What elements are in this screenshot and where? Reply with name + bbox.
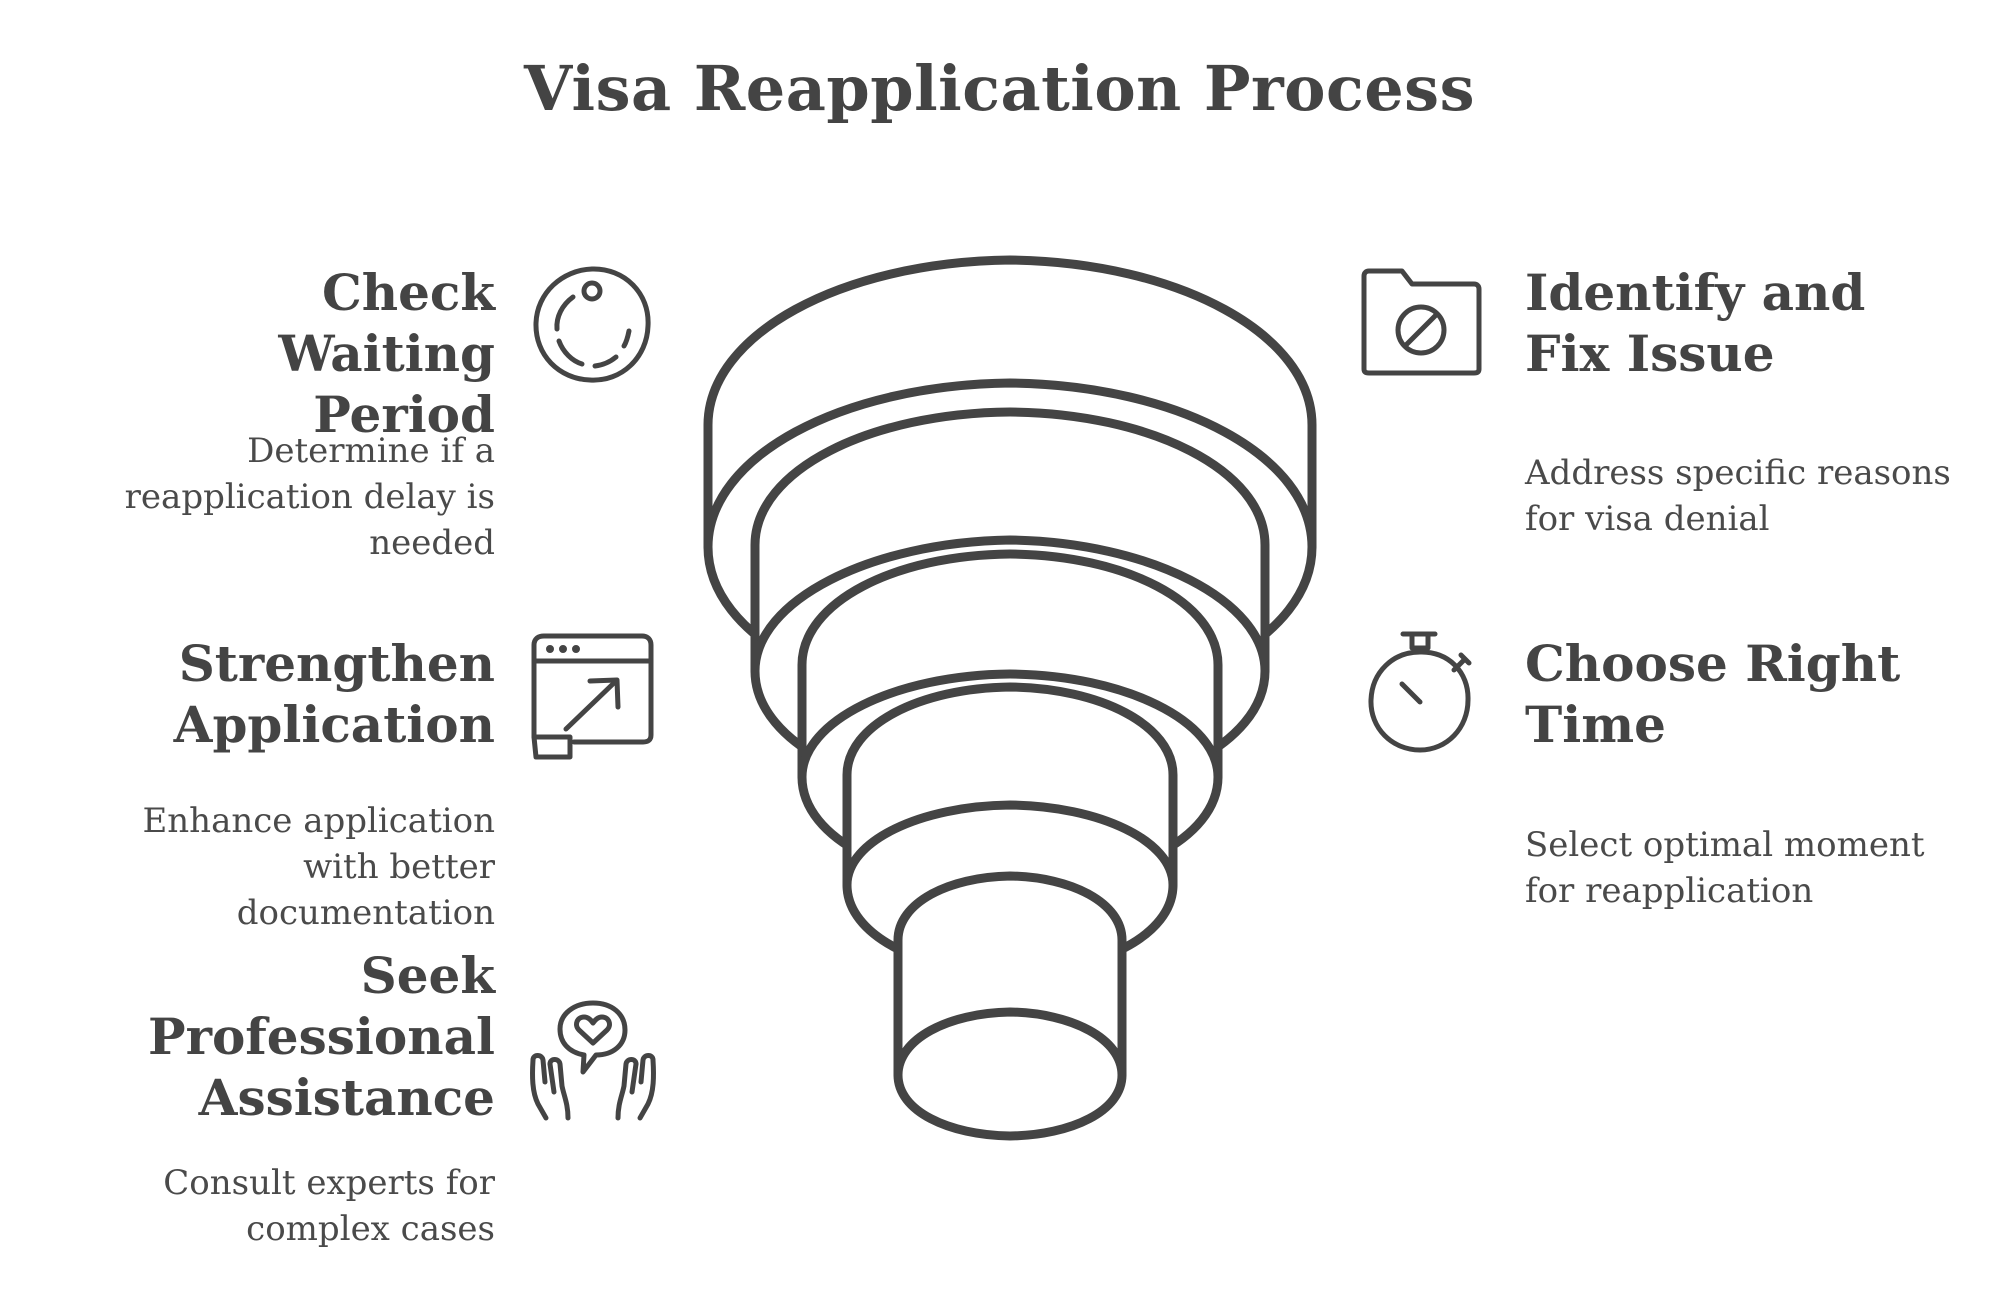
strengthen-application-title: Strengthen Application bbox=[173, 634, 495, 754]
folder-prohibited-icon bbox=[1360, 268, 1482, 378]
diagram-title: Visa Reapplication Process bbox=[524, 52, 1475, 125]
seek-professional-assistance-title: Seek Professional Assistance bbox=[148, 946, 495, 1127]
hands-heart-speech-icon bbox=[528, 1000, 658, 1130]
stopwatch-icon bbox=[1365, 630, 1480, 755]
seek-professional-assistance-description: Consult experts for complex cases bbox=[163, 1163, 495, 1249]
funnel-level-5 bbox=[893, 871, 1127, 1141]
funnel-illustration bbox=[690, 245, 1330, 1145]
choose-right-time-description: Select optimal moment for reapplication bbox=[1525, 825, 1925, 911]
check-waiting-period-title: Check Waiting Period bbox=[278, 263, 495, 444]
choose-right-time-title: Choose Right Time bbox=[1525, 634, 1901, 754]
check-waiting-period-description: Determine if a reapplication delay is ne… bbox=[124, 431, 495, 563]
circle-timer-icon bbox=[532, 265, 652, 385]
window-expand-arrow-icon bbox=[530, 633, 655, 763]
identify-and-fix-issue-title: Identify and Fix Issue bbox=[1525, 263, 1866, 383]
strengthen-application-description: Enhance application with better document… bbox=[142, 801, 495, 933]
identify-and-fix-issue-description: Address specific reasons for visa denial bbox=[1525, 453, 1951, 539]
